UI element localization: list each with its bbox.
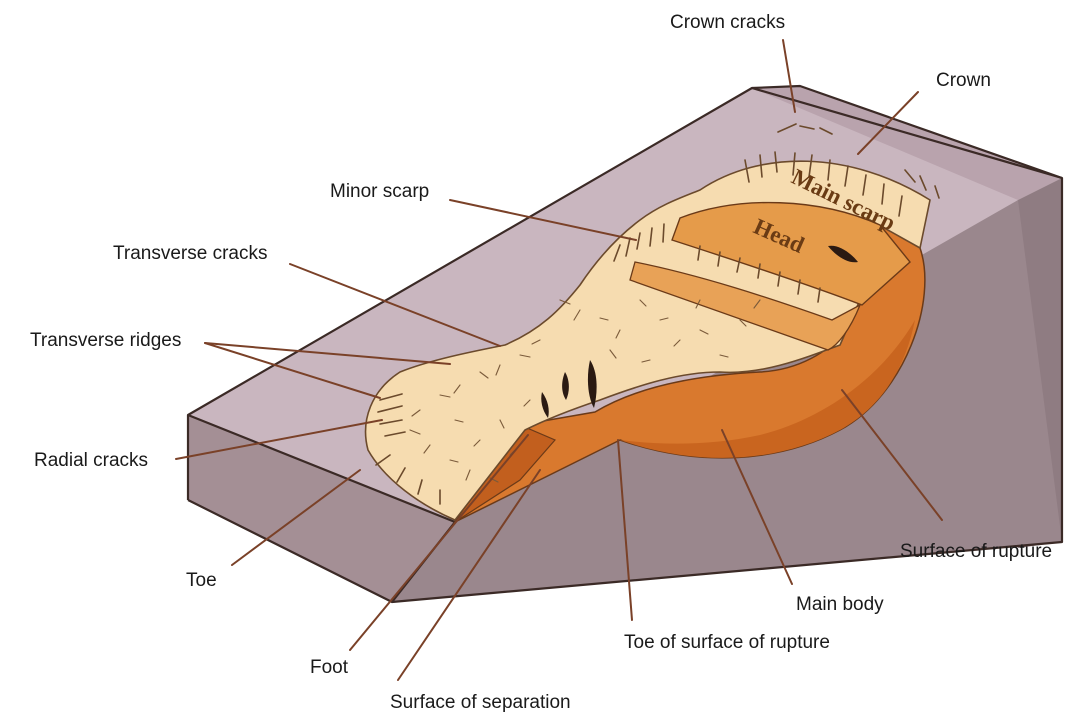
- label-surface-of-separation: Surface of separation: [390, 692, 571, 713]
- label-transverse-cracks: Transverse cracks: [113, 243, 268, 264]
- label-foot: Foot: [310, 657, 349, 678]
- label-minor-scarp: Minor scarp: [330, 181, 429, 202]
- label-surface-of-rupture: Surface of rupture: [900, 541, 1052, 562]
- label-crown: Crown: [936, 70, 991, 91]
- label-transverse-ridges: Transverse ridges: [30, 330, 181, 351]
- label-crown-cracks: Crown cracks: [670, 12, 785, 33]
- label-main-body: Main body: [796, 594, 884, 615]
- label-toe: Toe: [186, 570, 217, 591]
- label-radial-cracks: Radial cracks: [34, 450, 148, 471]
- label-toe-of-surface-of-rupture: Toe of surface of rupture: [624, 632, 830, 653]
